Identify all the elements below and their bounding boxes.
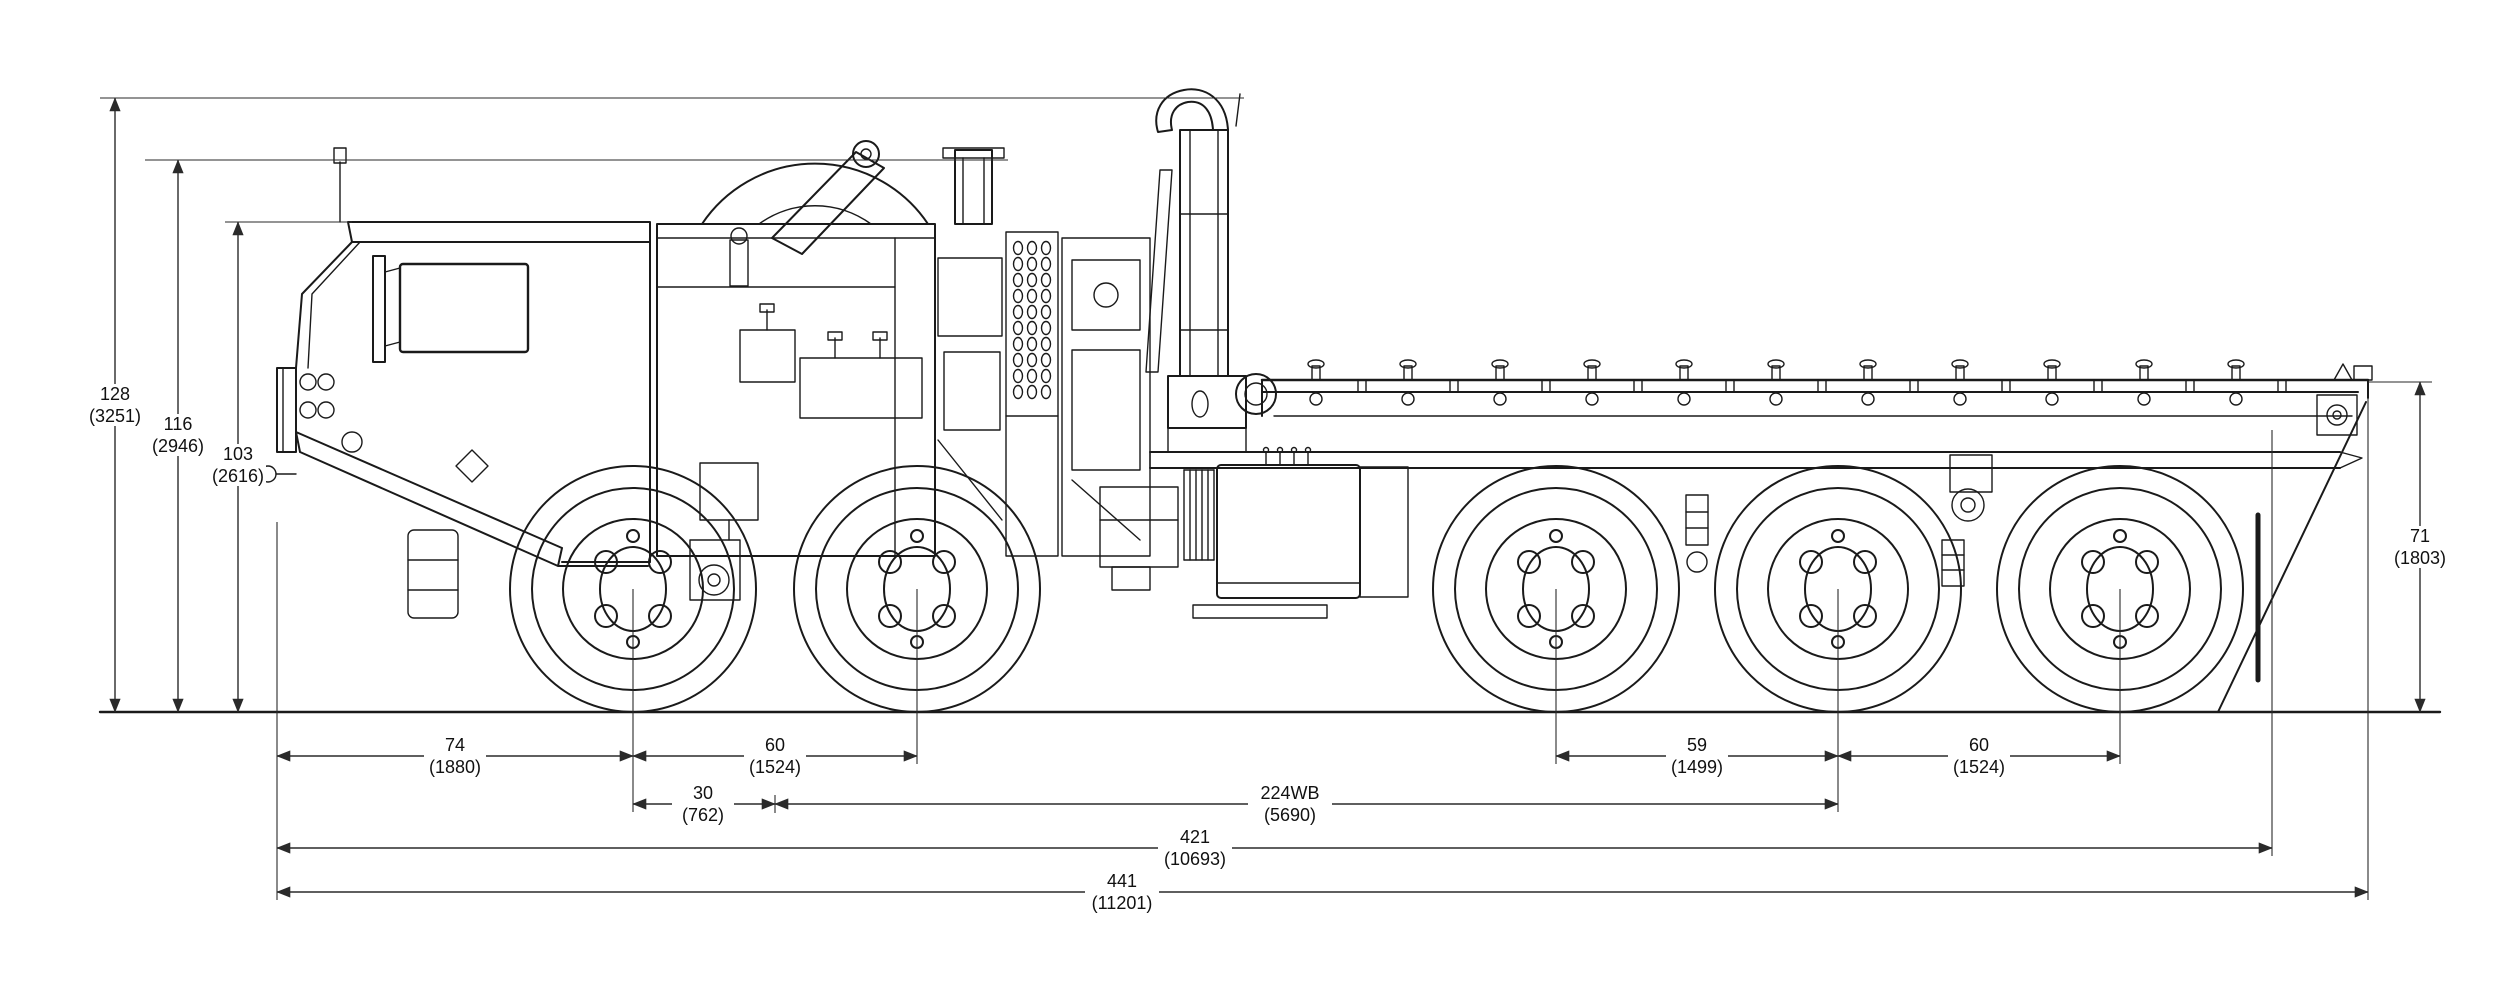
tool-box (739, 329, 796, 383)
dim-mid-height: 116 (2946) (150, 414, 206, 456)
rear-guide-horn (2333, 363, 2353, 381)
tie-down-cleats (1307, 359, 2245, 406)
dim-overall-length-mm: (11201) (1092, 893, 1153, 913)
fuel-cap (341, 431, 363, 453)
dim-front-overhang-mm: (1880) (429, 757, 481, 777)
dimension-labels: 128 (3251) 116 (2946) 103 (2616) 71 (180… (87, 384, 2452, 913)
cooler-fins (1183, 469, 1215, 561)
dim-rear-spacing-a-in: 59 (1687, 735, 1707, 755)
dim-overall-height-in: 128 (100, 384, 130, 404)
cab-step-box (407, 529, 459, 619)
cab-window (398, 262, 530, 354)
dim-deck-height-in: 71 (2410, 526, 2430, 546)
dim-half-bogie-mm: (762) (682, 805, 724, 825)
dim-cab-height-in: 103 (223, 444, 253, 464)
crane-boom (771, 151, 885, 255)
dim-rear-spacing-a-mm: (1499) (1671, 757, 1723, 777)
hook-cylinder (1145, 169, 1173, 373)
dim-overall-length: 441 (11201) (1085, 871, 1159, 913)
dim-rear-spacing-b-in: 60 (1969, 735, 1989, 755)
transmission (1099, 486, 1179, 568)
radiator-grille (1005, 231, 1059, 557)
dim-front-axle-spacing-mm: (1524) (749, 757, 801, 777)
dim-half-bogie: 30 (762) (672, 783, 734, 825)
dim-front-overhang: 74 (1880) (424, 735, 486, 777)
mirror (372, 255, 386, 363)
hook-mast (1179, 129, 1229, 377)
wheels (509, 465, 2244, 713)
dim-deck-height: 71 (1803) (2388, 526, 2452, 568)
front-bumper (276, 367, 297, 453)
body-box (656, 223, 936, 557)
fuel-tank (1216, 464, 1361, 599)
equipment-bay (656, 140, 1151, 557)
front-deck-roller (1235, 373, 1277, 415)
flatbed-deck (1260, 359, 2373, 713)
rear-suspension (1685, 454, 1993, 587)
tank-step (1192, 604, 1328, 619)
dim-front-axle-spacing-in: 60 (765, 735, 785, 755)
cab-skid-step (295, 431, 649, 567)
dim-front-axle-spacing: 60 (1524) (744, 735, 806, 777)
dim-rear-spacing-b: 60 (1524) (1948, 735, 2010, 777)
dim-mid-height-mm: (2946) (152, 436, 204, 456)
dim-cab-height: 103 (2616) (210, 444, 266, 486)
dim-rear-spacing-b-mm: (1524) (1953, 757, 2005, 777)
reflector (455, 449, 489, 483)
mast-base (1167, 375, 1247, 429)
dim-wheelbase-in: 224WB (1260, 783, 1319, 803)
cab-roof (347, 221, 651, 243)
dim-overall-height: 128 (3251) (87, 384, 143, 426)
dim-frame-length: 421 (10693) (1158, 827, 1232, 869)
rear-roller (2353, 365, 2373, 381)
chassis (689, 446, 2363, 619)
spare-tire-arc (701, 162, 929, 225)
dim-overall-length-in: 441 (1107, 871, 1137, 891)
cab-front-edge (295, 241, 353, 451)
boom-sheave (852, 140, 880, 168)
dim-front-overhang-in: 74 (445, 735, 465, 755)
extension-lines (100, 97, 2432, 900)
lift-hook (1155, 88, 1229, 133)
dim-half-bogie-in: 30 (693, 783, 713, 803)
dimension-system: 128 (3251) 116 (2946) 103 (2616) 71 (180… (87, 97, 2452, 913)
lhs-hook-arm (1145, 88, 1277, 453)
stake-pockets (1357, 379, 2287, 393)
cab (259, 147, 651, 619)
dim-frame-length-mm: (10693) (1164, 849, 1226, 869)
dim-cab-height-mm: (2616) (212, 466, 264, 486)
departure-angle-line (2217, 401, 2367, 713)
storage-box (799, 357, 923, 419)
dim-deck-height-mm: (1803) (2394, 548, 2446, 568)
dim-mid-height-in: 116 (164, 414, 193, 434)
dim-overall-height-mm: (3251) (89, 406, 141, 426)
dim-wheelbase: 224WB (5690) (1248, 783, 1332, 825)
dim-wheelbase-mm: (5690) (1264, 805, 1316, 825)
exhaust-stack (954, 149, 993, 225)
tow-lugs (299, 373, 335, 419)
hydraulics-panel (1061, 237, 1151, 557)
truck-illustration (98, 88, 2442, 714)
dim-frame-length-in: 421 (1180, 827, 1210, 847)
dim-rear-spacing-a: 59 (1499) (1666, 735, 1728, 777)
